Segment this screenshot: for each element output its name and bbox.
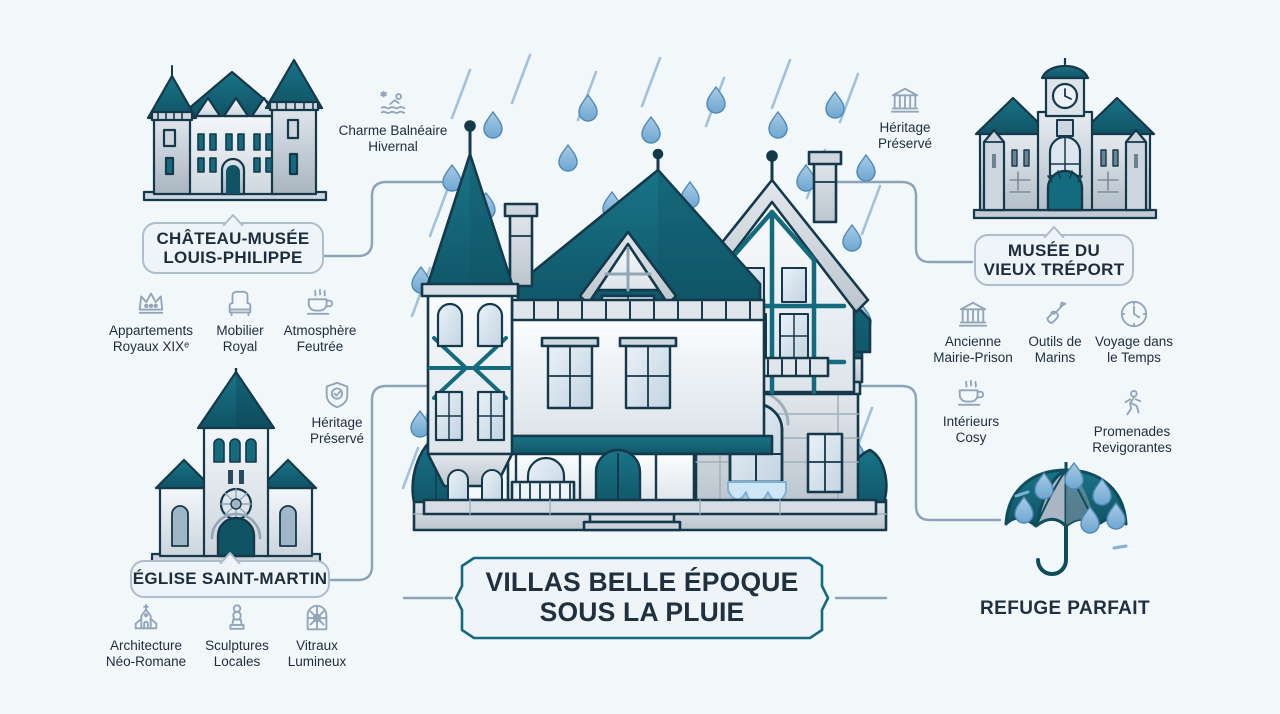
feature-mobilier-line-2: Royal [222,338,258,354]
feature-voyage-line-2: le Temps [1107,349,1161,365]
feature-atmosphere-line-1: Atmosphère [283,323,357,338]
feature-outils-de-marins[interactable]: Outils de Marins [1000,299,1110,366]
eglise-label-line-1: ÉGLISE SAINT-MARTIN [132,569,328,589]
statue-icon [222,603,252,633]
crown-icon [136,288,166,318]
coffee-cup-icon [956,379,986,409]
feature-atmosphere-feutree[interactable]: Atmosphère Feutrée [265,288,375,355]
feature-heritage-right-line-2: Préservé [877,135,933,151]
bank-icon [890,85,920,115]
title-line-2: SOUS LA PLUIE [539,597,745,627]
feature-mobilier-line-1: Mobilier [216,323,264,338]
main-title-banner: VILLAS BELLE ÉPOQUE SOUS LA PLUIE [452,556,832,640]
walking-person-icon [1117,389,1147,419]
chateau-label-line-1: CHÂTEAU-MUSÉE [156,228,310,248]
feature-voyage-line-1: Voyage dans [1094,334,1174,349]
armchair-icon [225,288,255,318]
feature-atmosphere-line-2: Feutrée [296,338,344,354]
feature-outils-line-1: Outils de [1028,334,1082,349]
feature-heritage-left-line-1: Héritage [311,415,363,430]
feature-outils-line-2: Marins [1034,349,1076,365]
feature-heritage-left-line-2: Préservé [309,430,365,446]
feature-ancienne-mairie-prison[interactable]: Ancienne Mairie-Prison [918,299,1028,366]
feature-vitraux-lumineux[interactable]: Vitraux Lumineux [262,603,372,670]
trowel-icon [1040,299,1070,329]
eglise-illustration [150,368,322,564]
feature-promenades-line-2: Revigorantes [1092,439,1172,455]
coffee-cup-icon [305,288,335,318]
stained-glass-icon [302,603,332,633]
feature-interieurs-line-1: Intérieurs [942,414,1000,429]
feature-charme-balneaire[interactable]: Charme Balnéaire Hivernal [333,88,453,155]
title-line-1: VILLAS BELLE ÉPOQUE [485,567,799,598]
feature-sculptures-line-1: Sculptures [205,638,269,653]
feature-appartements-line-1: Appartements [108,323,194,338]
eglise-label[interactable]: ÉGLISE SAINT-MARTIN [130,552,330,598]
church-small-icon [131,603,161,633]
feature-charme-line-1: Charme Balnéaire [338,123,448,138]
feature-charme-line-2: Hivernal [368,138,418,154]
feature-sculptures-line-2: Locales [213,653,261,669]
feature-appartements-royaux[interactable]: Appartements Royaux XIXᵉ [96,288,206,355]
musee-label-line-2: VIEUX TRÉPORT [983,260,1125,279]
feature-interieurs-cosy[interactable]: Intérieurs Cosy [916,379,1026,446]
feature-heritage-right[interactable]: Héritage Préservé [853,85,957,152]
feature-promenades-revigorantes[interactable]: Promenades Revigorantes [1077,389,1187,456]
shield-check-icon [322,380,352,410]
feature-interieurs-line-2: Cosy [955,429,987,445]
musee-label-line-1: MUSÉE DU [1007,240,1101,260]
musee-illustration [972,58,1158,220]
chateau-illustration [142,58,328,202]
musee-label[interactable]: MUSÉE DU VIEUX TRÉPORT [974,226,1134,286]
feature-mobilier-royal[interactable]: Mobilier Royal [185,288,295,355]
feature-sculptures-locales[interactable]: Sculptures Locales [182,603,292,670]
feature-mairie-line-2: Mairie-Prison [933,349,1013,365]
feature-heritage-left[interactable]: Héritage Préservé [285,380,389,447]
feature-architecture-line-2: Néo-Romane [105,653,187,669]
feature-vitraux-line-2: Lumineux [287,653,347,669]
feature-voyage-dans-le-temps[interactable]: Voyage dans le Temps [1079,299,1189,366]
chateau-label[interactable]: CHÂTEAU-MUSÉE LOUIS-PHILIPPE [142,214,324,274]
clock-icon [1119,299,1149,329]
feature-promenades-line-1: Promenades [1093,424,1171,439]
refuge-label: REFUGE PARFAIT [980,598,1150,619]
umbrella-illustration [1004,462,1128,576]
feature-appartements-line-2: Royaux XIXᵉ [112,338,190,354]
chateau-label-line-2: LOUIS-PHILIPPE [163,248,303,267]
winter-swim-icon [378,88,408,118]
feature-vitraux-line-1: Vitraux [296,638,338,653]
feature-mairie-line-1: Ancienne [944,334,1002,349]
feature-architecture-neo-romane[interactable]: Architecture Néo-Romane [91,603,201,670]
feature-heritage-right-line-1: Héritage [879,120,931,135]
villa-illustration [411,120,888,532]
feature-architecture-line-1: Architecture [109,638,183,653]
bank-icon [958,299,988,329]
